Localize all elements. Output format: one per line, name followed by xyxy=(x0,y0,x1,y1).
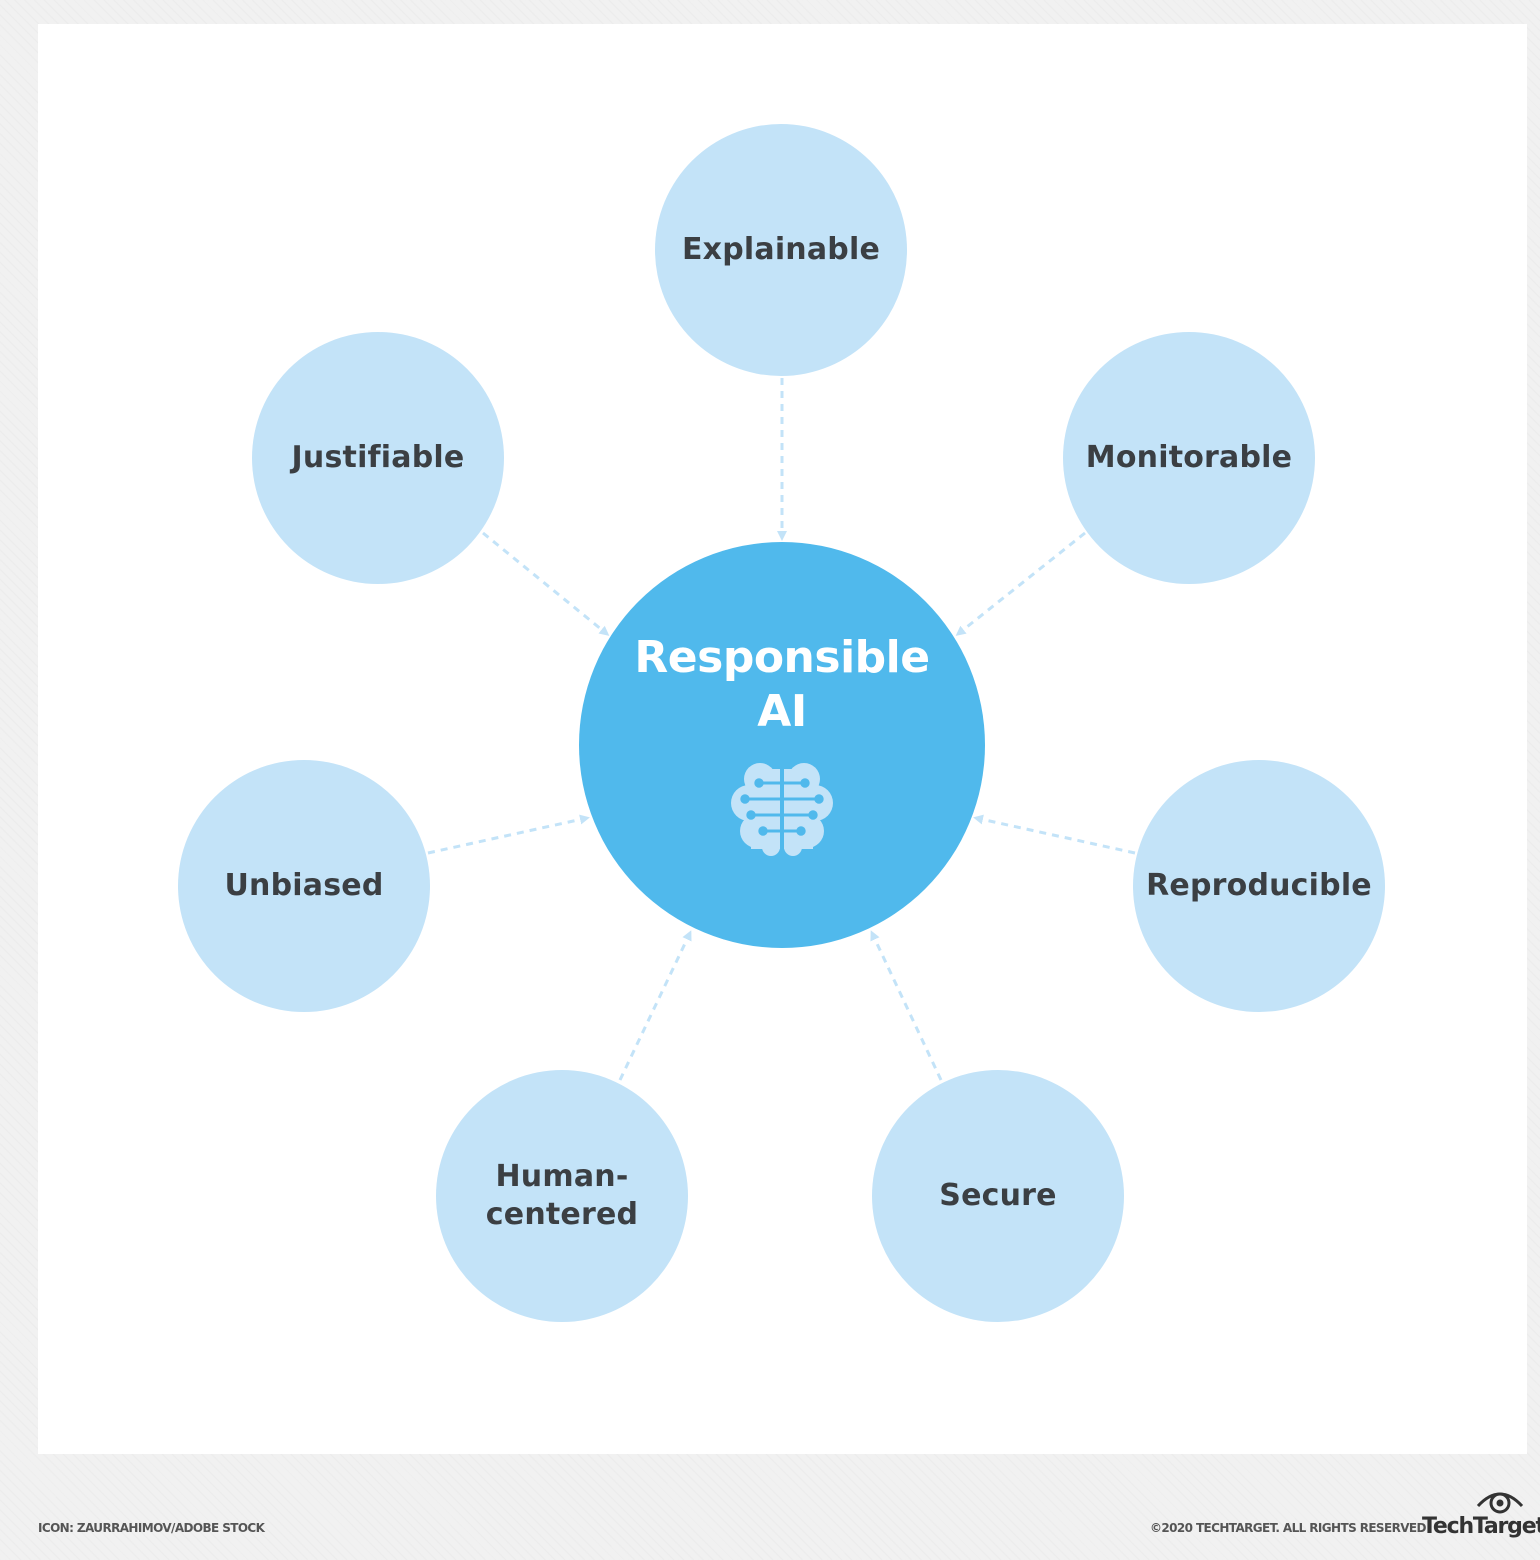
node-monitorable: Monitorable xyxy=(1063,332,1315,584)
node-label-line2: centered xyxy=(485,1197,639,1232)
connector-justifiable xyxy=(482,531,610,636)
brain-circuit-icon xyxy=(731,761,833,857)
node-secure: Secure xyxy=(872,1070,1124,1322)
node-label-line1: Human- xyxy=(495,1159,629,1194)
node-label: Unbiased xyxy=(224,868,384,903)
node-label: Explainable xyxy=(681,232,881,267)
node-label: Monitorable xyxy=(1085,440,1293,475)
eye-icon xyxy=(1476,1492,1524,1514)
node-explainable: Explainable xyxy=(655,124,907,376)
node-label: Justifiable xyxy=(291,440,465,475)
connector-reproducible xyxy=(973,814,1136,855)
center-title-line1: Responsible xyxy=(634,632,930,683)
node-label: Secure xyxy=(939,1178,1057,1213)
node-justifiable: Justifiable xyxy=(252,332,504,584)
logo-wordmark: TechTarget xyxy=(1422,1514,1540,1539)
node-human-centered: Human- centered xyxy=(436,1070,688,1322)
connector-monitorable xyxy=(955,531,1086,636)
connector-unbiased xyxy=(427,814,590,855)
copyright-notice: ©2020 TECHTARGET. ALL RIGHTS RESERVED xyxy=(1150,1521,1426,1535)
connector-human-centered xyxy=(618,930,692,1081)
node-unbiased: Unbiased xyxy=(178,760,430,1012)
center-title-line2: AI xyxy=(757,686,807,737)
icon-credit: ICON: ZAURRAHIMOV/ADOBE STOCK xyxy=(38,1521,265,1535)
connector-secure xyxy=(870,930,943,1081)
center-node-responsible-ai: Responsible AI xyxy=(579,542,985,948)
node-label: Reproducible xyxy=(1146,868,1372,903)
techtarget-logo: TechTarget xyxy=(1422,1486,1540,1544)
node-reproducible: Reproducible xyxy=(1133,760,1385,1012)
